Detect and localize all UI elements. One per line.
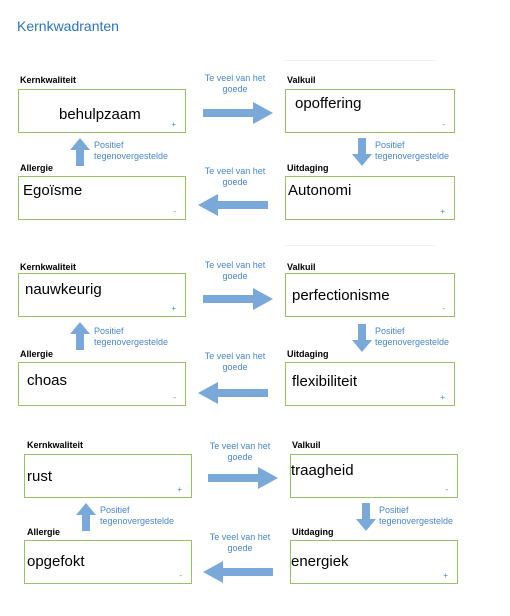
value-kernkwaliteit: nauwkeurig xyxy=(25,281,102,298)
minus-sign: - xyxy=(173,393,176,402)
arrow-up xyxy=(76,503,96,531)
separator xyxy=(285,60,435,61)
note-te-veel: Te veel van het goede xyxy=(204,351,266,372)
arrow-up xyxy=(70,322,90,350)
note-te-veel: Te veel van het goede xyxy=(204,166,266,187)
arrow-left xyxy=(198,194,268,216)
minus-sign: - xyxy=(442,304,445,313)
plus-sign: + xyxy=(177,485,182,494)
value-allergie: opgefokt xyxy=(27,553,85,570)
label-valkuil: Valkuil xyxy=(292,440,321,450)
value-valkuil: traagheid xyxy=(291,462,354,479)
note-positief: Positief tegenovergestelde xyxy=(94,140,169,161)
note-te-veel: Te veel van het goede xyxy=(204,73,266,94)
arrow-down xyxy=(352,324,372,352)
note-positief: Positief tegenovergestelde xyxy=(375,326,450,347)
box-uitdaging: flexibiliteit + xyxy=(285,362,455,406)
value-valkuil: perfectionisme xyxy=(292,287,390,304)
plus-sign: + xyxy=(440,207,445,216)
arrow-up xyxy=(70,138,90,166)
label-kernkwaliteit: Kernkwaliteit xyxy=(20,262,77,272)
label-kernkwaliteit: Kernkwaliteit xyxy=(20,75,77,85)
arrow-right xyxy=(208,467,278,489)
box-uitdaging: Autonomi + xyxy=(285,176,455,220)
label-uitdaging: Uitdaging xyxy=(292,527,334,537)
minus-sign: - xyxy=(173,207,176,216)
label-kernkwaliteit: Kernkwaliteit xyxy=(27,440,84,450)
box-valkuil: traagheid - xyxy=(290,454,458,498)
page-title: Kernkwadranten xyxy=(17,18,119,34)
minus-sign: - xyxy=(179,571,182,580)
arrow-left xyxy=(203,561,273,583)
plus-sign: + xyxy=(440,393,445,402)
arrow-down xyxy=(356,503,376,531)
box-allergie: Egoïsme - xyxy=(18,176,186,220)
note-te-veel: Te veel van het goede xyxy=(204,260,266,281)
box-uitdaging: energiek + xyxy=(290,540,458,584)
label-allergie: Allergie xyxy=(20,349,54,359)
value-kernkwaliteit: rust xyxy=(27,468,53,485)
box-valkuil: perfectionisme - xyxy=(285,273,455,317)
box-allergie: choas - xyxy=(18,362,186,406)
label-allergie: Allergie xyxy=(20,163,54,173)
separator xyxy=(285,245,435,246)
arrow-down xyxy=(352,138,372,166)
value-valkuil: opoffering xyxy=(295,95,362,112)
arrow-right xyxy=(203,102,273,124)
value-allergie: choas xyxy=(27,372,68,389)
value-uitdaging: energiek xyxy=(291,553,349,570)
value-kernkwaliteit: behulpzaam xyxy=(59,106,141,123)
label-uitdaging: Uitdaging xyxy=(287,349,329,359)
box-kernkwaliteit: behulpzaam + xyxy=(18,89,186,133)
value-uitdaging: flexibiliteit xyxy=(292,373,358,390)
plus-sign: + xyxy=(171,120,176,129)
note-te-veel: Te veel van het goede xyxy=(209,532,271,553)
value-uitdaging: Autonomi xyxy=(288,182,352,199)
box-kernkwaliteit: nauwkeurig + xyxy=(18,273,186,317)
label-allergie: Allergie xyxy=(27,527,61,537)
plus-sign: + xyxy=(171,304,176,313)
arrow-left xyxy=(198,382,268,404)
note-positief: Positief tegenovergestelde xyxy=(100,505,175,526)
minus-sign: - xyxy=(442,120,445,129)
box-valkuil: opoffering - xyxy=(285,89,455,133)
label-uitdaging: Uitdaging xyxy=(287,163,329,173)
minus-sign: - xyxy=(445,485,448,494)
label-valkuil: Valkuil xyxy=(287,262,316,272)
note-te-veel: Te veel van het goede xyxy=(209,441,271,462)
note-positief: Positief tegenovergestelde xyxy=(375,140,450,161)
label-valkuil: Valkuil xyxy=(287,75,316,85)
box-kernkwaliteit: rust + xyxy=(24,454,192,498)
value-allergie: Egoïsme xyxy=(23,182,83,199)
note-positief: Positief tegenovergestelde xyxy=(94,326,169,347)
plus-sign: + xyxy=(443,571,448,580)
note-positief: Positief tegenovergestelde xyxy=(379,505,454,526)
arrow-right xyxy=(203,288,273,310)
box-allergie: opgefokt - xyxy=(24,540,192,584)
